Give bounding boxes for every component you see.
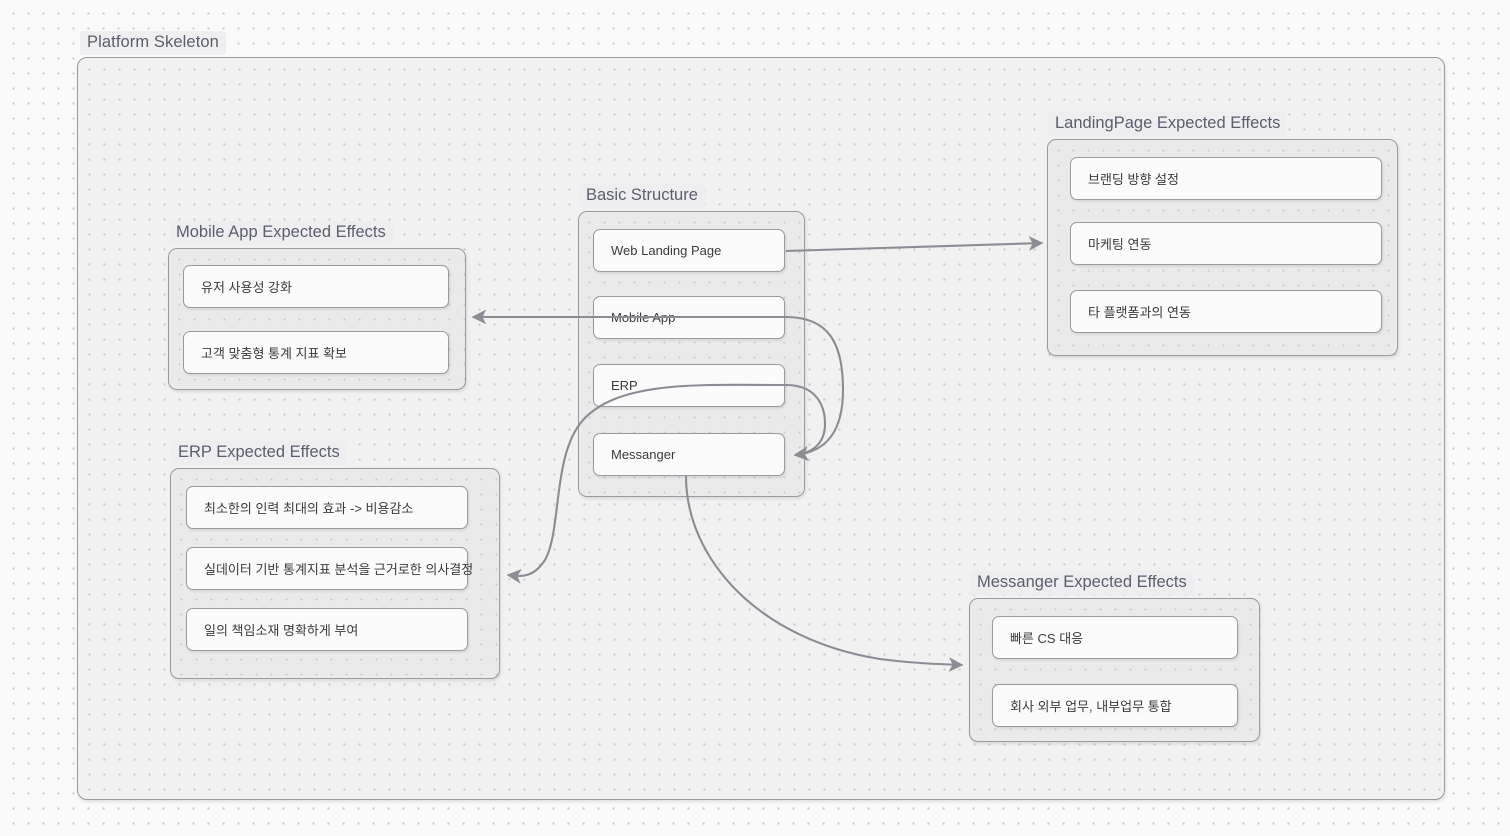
card-label: 최소한의 인력 최대의 효과 -> 비용감소: [204, 501, 414, 516]
card-erp-effect-3[interactable]: 일의 책임소재 명확하게 부여: [186, 608, 468, 651]
card-label: ERP: [611, 378, 638, 393]
group-label-landingpage-effects: LandingPage Expected Effects: [1048, 112, 1288, 136]
card-erp-effect-2[interactable]: 실데이터 기반 통계지표 분석을 근거로한 의사결정: [186, 547, 473, 590]
card-label: 브랜딩 방향 설정: [1088, 172, 1179, 187]
card-label: 타 플랫폼과의 연동: [1088, 305, 1191, 320]
card-landingpage-effect-1[interactable]: 브랜딩 방향 설정: [1070, 157, 1382, 200]
card-label: 실데이터 기반 통계지표 분석을 근거로한 의사결정: [204, 562, 474, 577]
card-label: Web Landing Page: [611, 243, 722, 258]
group-basic-structure[interactable]: Basic Structure Web Landing Page Mobile …: [578, 184, 805, 497]
card-label: 마케팅 연동: [1088, 237, 1152, 252]
card-label: Messanger: [611, 447, 676, 462]
page-title: Platform Skeleton: [80, 31, 226, 55]
group-label-mobile-app-effects: Mobile App Expected Effects: [169, 221, 393, 245]
card-erp-effect-1[interactable]: 최소한의 인력 최대의 효과 -> 비용감소: [186, 486, 468, 529]
card-label: 일의 책임소재 명확하게 부여: [204, 623, 359, 638]
card-label: 유저 사용성 강화: [201, 280, 292, 295]
card-messanger-effect-1[interactable]: 빠른 CS 대응: [992, 616, 1238, 659]
group-messanger-effects[interactable]: Messanger Expected Effects 빠른 CS 대응 회사 외…: [969, 571, 1260, 742]
group-label-messanger-effects: Messanger Expected Effects: [970, 571, 1194, 595]
group-label-erp-effects: ERP Expected Effects: [171, 441, 347, 465]
card-web-landing-page[interactable]: Web Landing Page: [593, 229, 785, 272]
group-mobile-app-effects[interactable]: Mobile App Expected Effects 유저 사용성 강화 고객…: [168, 221, 466, 390]
card-messanger[interactable]: Messanger: [593, 433, 785, 476]
card-label: 고객 맞춤형 통계 지표 확보: [201, 346, 348, 361]
card-messanger-effect-2[interactable]: 회사 외부 업무, 내부업무 통합: [992, 684, 1238, 727]
card-landingpage-effect-3[interactable]: 타 플랫폼과의 연동: [1070, 290, 1382, 333]
card-mobile-app[interactable]: Mobile App: [593, 296, 785, 339]
group-landingpage-effects[interactable]: LandingPage Expected Effects 브랜딩 방향 설정 마…: [1047, 112, 1398, 356]
card-erp[interactable]: ERP: [593, 364, 785, 407]
card-label: 회사 외부 업무, 내부업무 통합: [1010, 699, 1172, 714]
card-label: 빠른 CS 대응: [1010, 631, 1084, 646]
card-label: Mobile App: [611, 310, 676, 325]
card-landingpage-effect-2[interactable]: 마케팅 연동: [1070, 222, 1382, 265]
group-label-basic-structure: Basic Structure: [579, 184, 705, 208]
card-mobile-app-effect-2[interactable]: 고객 맞춤형 통계 지표 확보: [183, 331, 449, 374]
group-erp-effects[interactable]: ERP Expected Effects 최소한의 인력 최대의 효과 -> 비…: [170, 441, 500, 679]
card-mobile-app-effect-1[interactable]: 유저 사용성 강화: [183, 265, 449, 308]
